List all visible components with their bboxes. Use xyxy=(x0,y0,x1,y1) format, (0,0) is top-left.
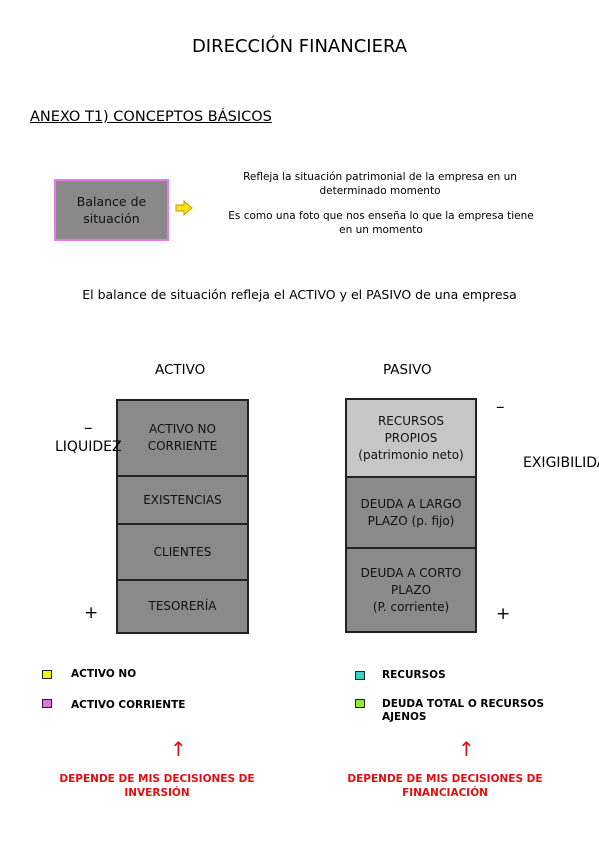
description-2-line2: en un momento xyxy=(339,224,423,236)
activo-cell-0-line1: ACTIVO NO xyxy=(149,422,216,436)
pasivo-minus-sign: – xyxy=(496,397,505,417)
pasivo-cell-0-line3: (patrimonio neto) xyxy=(358,447,464,462)
activo-no-corriente-cell: ACTIVO NO CORRIENTE xyxy=(118,401,247,477)
pasivo-cell-0-line2: PROPIOS xyxy=(384,430,438,445)
pasivo-cell-2-line3: (P. corriente) xyxy=(372,599,450,614)
activo-minus-sign: – xyxy=(84,418,93,438)
activo-cell-1-label: EXISTENCIAS xyxy=(143,492,222,507)
pasivo-header: PASIVO xyxy=(383,362,432,378)
note-inversion: DEPENDE DE MIS DECISIONES DE INVERSIÓN xyxy=(40,772,274,800)
deuda-corto-plazo-cell: DEUDA A CORTO PLAZO (P. corriente) xyxy=(347,549,475,631)
balance-box-line1: Balance de xyxy=(76,194,147,209)
annex-heading: ANEXO T1) CONCEPTOS BÁSICOS xyxy=(30,109,272,125)
description-1: Refleja la situación patrimonial de la e… xyxy=(230,170,530,198)
legend-green-swatch xyxy=(355,699,365,708)
pasivo-cell-1-line1: DEUDA A LARGO xyxy=(360,496,462,511)
existencias-cell: EXISTENCIAS xyxy=(118,477,247,525)
note-financiacion-line2: FINANCIACIÓN xyxy=(402,787,488,799)
recursos-propios-cell: RECURSOS PROPIOS (patrimonio neto) xyxy=(347,400,475,478)
note-inversion-line1: DEPENDE DE MIS DECISIONES DE xyxy=(59,773,255,785)
balance-box-line2: situación xyxy=(83,211,140,226)
activo-cell-0-line2: CORRIENTE xyxy=(147,439,218,453)
pasivo-cell-0-line1: RECURSOS xyxy=(377,413,445,428)
legend-deuda-total-line2: AJENOS xyxy=(382,711,427,723)
exigibilidad-label: EXIGIBILIDAD xyxy=(523,455,599,471)
description-2-line1: Es como una foto que nos enseña lo que l… xyxy=(228,210,534,222)
right-arrow-icon xyxy=(175,200,193,216)
note-financiacion-line1: DEPENDE DE MIS DECISIONES DE xyxy=(347,773,543,785)
tesoreria-cell: TESORERÍA xyxy=(118,581,247,632)
pasivo-cell-2-line1: DEUDA A CORTO xyxy=(360,565,462,580)
pasivo-cell-2-line2: PLAZO xyxy=(390,582,432,597)
clientes-cell: CLIENTES xyxy=(118,525,247,581)
up-arrow-icon: ↑ xyxy=(458,737,475,761)
legend-pink-swatch xyxy=(42,699,52,708)
activo-stack: ACTIVO NO CORRIENTE EXISTENCIAS CLIENTES… xyxy=(116,399,249,634)
balance-box: Balance de situación xyxy=(54,179,169,241)
legend-deuda-total: DEUDA TOTAL O RECURSOS AJENOS xyxy=(382,698,562,724)
legend-activo-no-corriente: ACTIVO NO CORRIENTE xyxy=(71,668,137,680)
legend-recursos-permanentes: RECURSOS PERMANENTES xyxy=(382,669,446,681)
activo-cell-2-label: CLIENTES xyxy=(153,544,212,559)
description-1-line1: Refleja la situación patrimonial de la e… xyxy=(243,171,517,183)
activo-cell-3-label: TESORERÍA xyxy=(148,599,217,613)
legend-cyan-swatch xyxy=(355,671,365,680)
description-2: Es como una foto que nos enseña lo que l… xyxy=(214,209,548,237)
legend-activo-corriente: ACTIVO CORRIENTE xyxy=(71,699,186,711)
pasivo-stack: RECURSOS PROPIOS (patrimonio neto) DEUDA… xyxy=(345,398,477,633)
page-title: DIRECCIÓN FINANCIERA xyxy=(191,36,408,57)
up-arrow-icon: ↑ xyxy=(170,737,187,761)
legend-yellow-swatch xyxy=(42,670,52,679)
activo-header: ACTIVO xyxy=(155,362,206,378)
note-financiacion: DEPENDE DE MIS DECISIONES DE FINANCIACIÓ… xyxy=(330,772,560,800)
pasivo-cell-1-line2: PLAZO (p. fijo) xyxy=(367,513,455,528)
pasivo-plus-sign: + xyxy=(496,604,511,624)
legend-deuda-total-line1: DEUDA TOTAL O RECURSOS xyxy=(382,698,545,710)
deuda-largo-plazo-cell: DEUDA A LARGO PLAZO (p. fijo) xyxy=(347,478,475,549)
summary-text: El balance de situación refleja el ACTIV… xyxy=(82,287,517,302)
activo-plus-sign: + xyxy=(84,603,99,623)
liquidez-label: LIQUIDEZ xyxy=(55,439,122,455)
description-1-line2: determinado momento xyxy=(319,185,441,197)
note-inversion-line2: INVERSIÓN xyxy=(124,787,190,799)
